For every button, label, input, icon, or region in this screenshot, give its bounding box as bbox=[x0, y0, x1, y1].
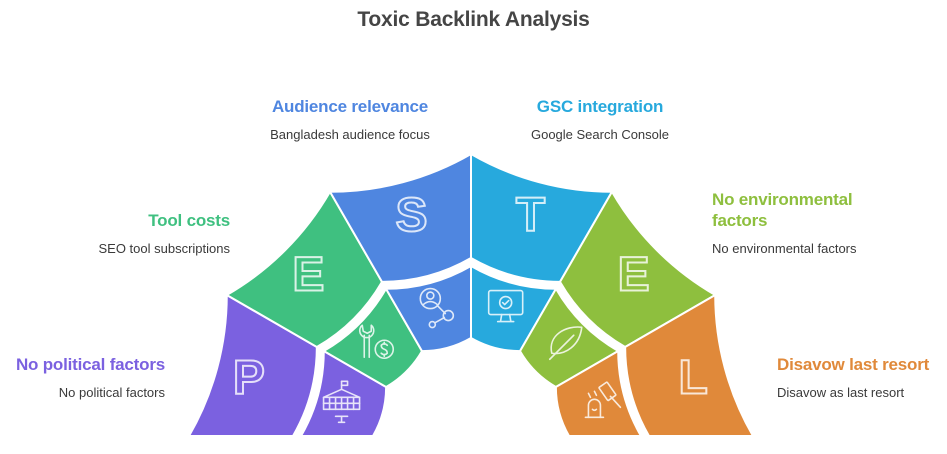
description-technological: Google Search Console bbox=[530, 127, 670, 142]
label-social: Audience relevance Bangladesh audience f… bbox=[240, 96, 460, 143]
inner-segment-legal bbox=[554, 349, 643, 437]
description-social: Bangladesh audience focus bbox=[270, 127, 430, 142]
diagram-title: Toxic Backlink Analysis bbox=[357, 8, 590, 31]
heading-environmental: No environmental factors bbox=[712, 190, 853, 230]
wrench-dollar-icon bbox=[358, 324, 395, 360]
leaf-icon bbox=[548, 326, 583, 361]
description-legal: Disavow as last resort bbox=[777, 385, 905, 400]
gavel-icon bbox=[584, 381, 622, 419]
letter-legal: L bbox=[678, 351, 707, 404]
government-building-icon bbox=[322, 380, 361, 424]
heading-political: No political factors bbox=[15, 355, 165, 374]
description-political: No political factors bbox=[58, 385, 165, 400]
description-environmental: No environmental factors bbox=[712, 241, 857, 256]
heading-technological: GSC integration bbox=[536, 97, 664, 116]
description-economic: SEO tool subscriptions bbox=[98, 241, 230, 256]
user-network-icon bbox=[419, 287, 455, 329]
letter-social: S bbox=[395, 189, 427, 242]
letter-economic: E bbox=[292, 248, 324, 301]
label-environmental: No environmental factors No environmenta… bbox=[712, 189, 882, 257]
letter-political: P bbox=[233, 351, 265, 404]
label-economic: Tool costs SEO tool subscriptions bbox=[98, 210, 230, 257]
label-political: No political factors No political factor… bbox=[16, 354, 165, 401]
letter-environmental: E bbox=[618, 248, 650, 301]
heading-social: Audience relevance bbox=[271, 97, 429, 116]
heading-legal: Disavow last resort bbox=[777, 355, 930, 374]
label-technological: GSC integration Google Search Console bbox=[490, 96, 710, 143]
heading-economic: Tool costs bbox=[148, 211, 230, 230]
letter-technological: T bbox=[516, 189, 545, 242]
label-legal: Disavow last resort Disavow as last reso… bbox=[777, 354, 929, 401]
outer-segment-legal bbox=[624, 293, 755, 437]
monitor-check-icon bbox=[487, 289, 524, 323]
